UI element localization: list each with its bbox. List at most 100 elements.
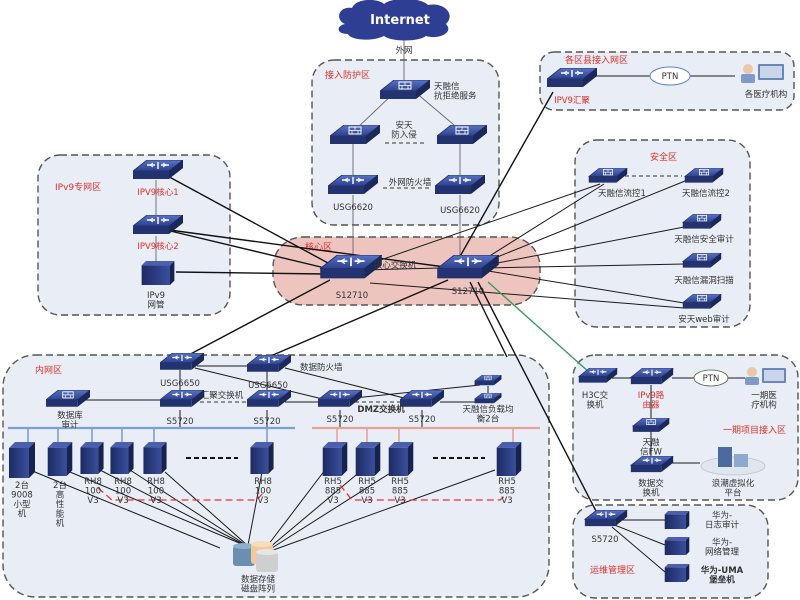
server-left-text: RH8 xyxy=(254,477,272,487)
link xyxy=(194,367,336,403)
server-left-text: 2台 xyxy=(53,480,67,491)
db-audit-text: 数据库 xyxy=(57,410,83,421)
anti-ddos-label: 天融信 xyxy=(434,81,460,92)
server-rh5-1-icon[interactable] xyxy=(322,442,348,476)
label-line: 小型 xyxy=(13,499,31,510)
security-item-5: 安天web审计 xyxy=(678,314,730,325)
label-line: 平台 xyxy=(724,488,741,499)
label-line: V3 xyxy=(257,496,268,506)
label-line: V3 xyxy=(361,496,372,506)
log-audit-icon[interactable] xyxy=(664,511,690,529)
label-line: 信FW xyxy=(640,447,662,458)
storage-text: 数据存储 xyxy=(241,574,276,585)
link xyxy=(164,471,248,546)
link xyxy=(161,228,446,268)
label-line: 换机 xyxy=(586,400,604,411)
server-right-text: RH5 xyxy=(391,477,409,487)
storage-array-icon[interactable] xyxy=(233,541,278,572)
server-right-text: RH5 xyxy=(498,477,516,487)
usg6650-left-label: USG6650 xyxy=(160,379,200,389)
link xyxy=(469,281,508,358)
medical-institutions-label: 各医疗机构 xyxy=(745,89,788,100)
server-rh8-3-icon[interactable] xyxy=(143,442,167,474)
link xyxy=(182,279,331,359)
ipv9-mgmt-server-icon[interactable] xyxy=(141,261,175,285)
link xyxy=(247,471,263,546)
ipv9-aggregation-label: IPV9汇聚 xyxy=(554,96,590,106)
data-switch-text: 数据交 xyxy=(638,478,664,489)
ptn-cloud-icon: PTN xyxy=(649,66,691,86)
server-rh8-4-icon[interactable] xyxy=(250,442,274,474)
storage-label: 数据存储磁盘阵列 xyxy=(241,574,276,595)
link xyxy=(414,91,461,131)
external-firewall-label: 外网防火墙 xyxy=(389,177,432,188)
ptn-label: PTN xyxy=(662,72,679,82)
ipv9-mgmt-text: IPv9 xyxy=(147,291,165,301)
label-line: 防入侵 xyxy=(391,130,417,141)
phase1-medical-text: 一期医 xyxy=(751,391,777,401)
security-zone-title: 安全区 xyxy=(650,151,677,163)
link xyxy=(29,469,221,549)
label-line: 885 xyxy=(325,487,341,497)
medical-institution-icon xyxy=(741,64,784,83)
link xyxy=(479,183,605,263)
data-firewall-label: 数据防火墙 xyxy=(300,362,343,373)
phase1-medical-icon xyxy=(745,367,786,385)
label-line: V3 xyxy=(87,496,98,506)
label-line: 日志审计 xyxy=(705,520,740,531)
link xyxy=(481,269,685,304)
security-item-1: 天融信流控1 xyxy=(598,188,646,199)
core-switch-label: 核心交换机 xyxy=(374,260,417,271)
phase1-medical-label: 一期医疗机构 xyxy=(751,391,777,411)
load-balancer-text: 天融信负载均 xyxy=(462,404,513,415)
uma-bastion-icon[interactable] xyxy=(664,564,690,582)
data-switch-label: 数据交换机 xyxy=(638,478,664,499)
dmz-right-model: S5720 xyxy=(408,415,435,425)
server-left-text: RH8 xyxy=(147,477,165,487)
server-rh5-2-icon[interactable] xyxy=(355,442,381,476)
label-line: 885 xyxy=(392,487,408,497)
ops-item-text: 华为-UMA xyxy=(701,565,744,576)
ops-item-2: 华为-网络管理 xyxy=(705,537,740,558)
access-protect-zone-title: 接入防护区 xyxy=(325,69,370,81)
ipv9-core1-label: IPV9核心1 xyxy=(137,187,178,198)
virtualization-platform-icon[interactable] xyxy=(700,447,766,476)
heartbeat-right xyxy=(339,484,508,501)
virtualization-label: 浪潮虚拟化平台 xyxy=(712,478,755,499)
label-line: 100 xyxy=(148,487,164,497)
server-high-perf-icon[interactable] xyxy=(47,442,73,476)
label-line: 磁盘阵列 xyxy=(241,584,275,595)
label-line: 885 xyxy=(499,487,515,497)
server-rh5-3-icon[interactable] xyxy=(388,442,414,476)
h3c-label: H3C交换机 xyxy=(582,390,609,411)
server-minicomputer-icon[interactable] xyxy=(9,442,35,478)
agg-left-model: S5720 xyxy=(166,417,193,427)
link xyxy=(487,281,591,374)
link xyxy=(264,469,496,554)
label-line: 9008 xyxy=(11,491,33,501)
usg6650-right-label: USG6650 xyxy=(248,381,288,391)
virtualization-text: 浪潮虚拟化 xyxy=(712,478,755,489)
link xyxy=(481,263,685,269)
label-line: V3 xyxy=(150,496,161,506)
label-line: 换机 xyxy=(642,488,660,499)
link xyxy=(175,271,326,275)
ipv9-router-text: IPv9路 xyxy=(638,390,665,401)
server-rh5-4-icon[interactable] xyxy=(496,442,522,476)
link xyxy=(263,469,396,554)
server-rh8-1-icon[interactable] xyxy=(80,442,104,474)
label-line: V3 xyxy=(327,496,338,506)
server-rh8-2-icon[interactable] xyxy=(110,442,134,474)
security-item-4: 天融信漏洞扫描 xyxy=(674,275,734,286)
ops-item-1: 华为-日志审计 xyxy=(705,510,740,531)
internet-cloud[interactable]: Internet xyxy=(338,0,450,41)
intranet-zone-title: 内网区 xyxy=(35,364,62,376)
network-mgmt-icon[interactable] xyxy=(664,537,690,555)
